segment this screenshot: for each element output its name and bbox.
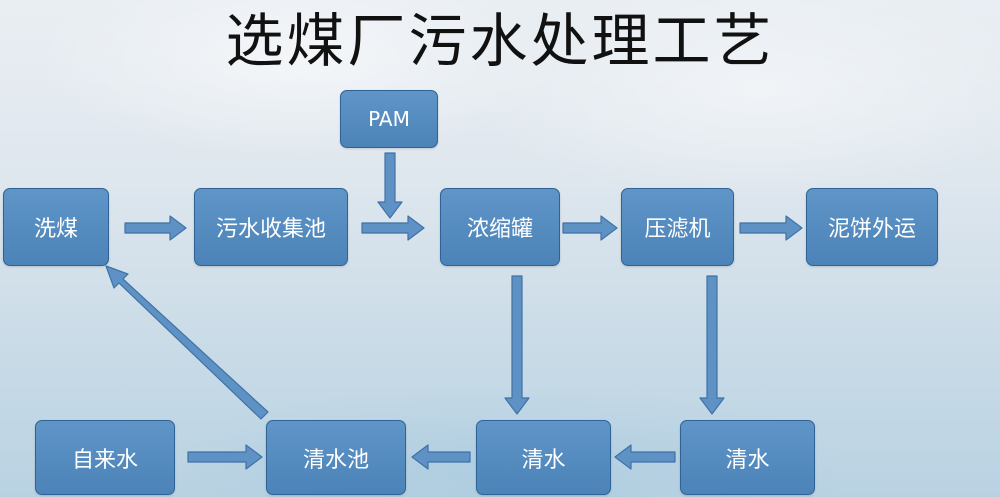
node-wash: 洗煤 xyxy=(3,188,109,266)
arrow-clear-pool-to-wash xyxy=(105,265,269,420)
node-pam: PAM xyxy=(340,90,438,148)
node-cake: 泥饼外运 xyxy=(806,188,938,266)
arrow-tap-to-clear-pool xyxy=(187,444,263,470)
arrow-press-to-clear2 xyxy=(699,275,725,415)
node-clear-pool: 清水池 xyxy=(266,420,406,495)
node-press: 压滤机 xyxy=(621,188,734,266)
node-tap: 自来水 xyxy=(35,420,175,495)
arrow-press-to-cake xyxy=(739,215,803,241)
arrow-wash-to-collect xyxy=(124,215,187,241)
arrow-pam-to-thick xyxy=(377,152,403,219)
arrow-clear1-to-clear-pool xyxy=(411,444,471,470)
arrow-collect-to-thick xyxy=(361,215,425,241)
node-thick: 浓缩罐 xyxy=(440,188,560,266)
arrow-thick-to-press xyxy=(562,215,618,241)
arrow-thick-to-clear1 xyxy=(504,275,530,415)
diagram-title: 选煤厂污水处理工艺 xyxy=(225,7,775,75)
node-collect: 污水收集池 xyxy=(194,188,348,266)
node-clear-2: 清水 xyxy=(680,420,815,495)
node-clear-1: 清水 xyxy=(476,420,611,495)
arrow-clear2-to-clear1 xyxy=(614,444,676,470)
